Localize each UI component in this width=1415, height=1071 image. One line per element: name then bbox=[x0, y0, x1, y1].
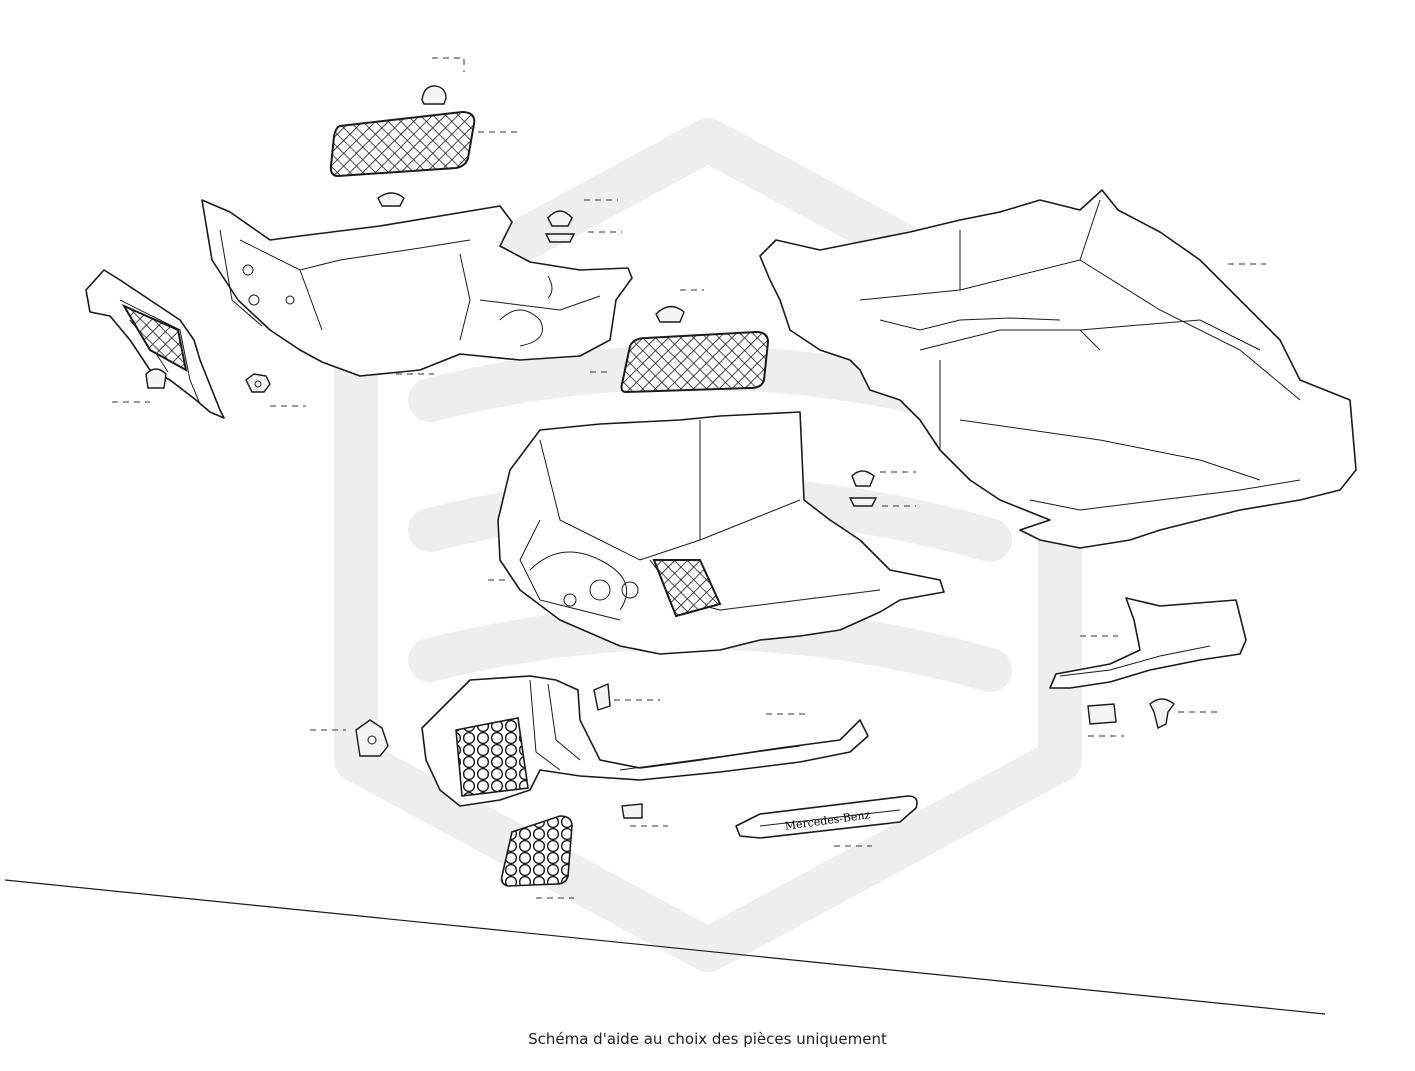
small-clip-1[interactable] bbox=[593, 682, 611, 711]
rear-floor-carpet[interactable] bbox=[759, 189, 1357, 549]
retainer-clip-1[interactable] bbox=[377, 192, 405, 207]
hex-nut-left[interactable] bbox=[245, 373, 306, 407]
clip-pair-center[interactable] bbox=[848, 470, 916, 507]
rear-sill-trim-right[interactable] bbox=[1049, 597, 1247, 689]
clip-lower-right-1[interactable] bbox=[1087, 703, 1124, 737]
front-floor-carpet-left[interactable] bbox=[201, 199, 633, 377]
vent-grille-holder-left[interactable] bbox=[85, 269, 225, 419]
side-sill-trim-left[interactable] bbox=[421, 675, 869, 807]
clip-lower-right-2[interactable] bbox=[1149, 698, 1218, 730]
insulation-mesh-panel-center[interactable] bbox=[620, 330, 770, 394]
trunk-floor-liner[interactable] bbox=[488, 411, 945, 655]
top-clip[interactable] bbox=[421, 57, 465, 105]
diagram-caption: Schéma d'aide au choix des pièces unique… bbox=[528, 1030, 887, 1048]
ground-line bbox=[4, 879, 1326, 1015]
clip-pair-top[interactable] bbox=[544, 199, 622, 243]
small-hex-grille[interactable] bbox=[500, 815, 574, 899]
retainer-clip-2[interactable] bbox=[655, 289, 704, 323]
small-clip-2[interactable] bbox=[621, 803, 668, 827]
insulation-mesh-panel-top[interactable] bbox=[329, 110, 520, 178]
side-clip-left[interactable] bbox=[310, 719, 389, 757]
